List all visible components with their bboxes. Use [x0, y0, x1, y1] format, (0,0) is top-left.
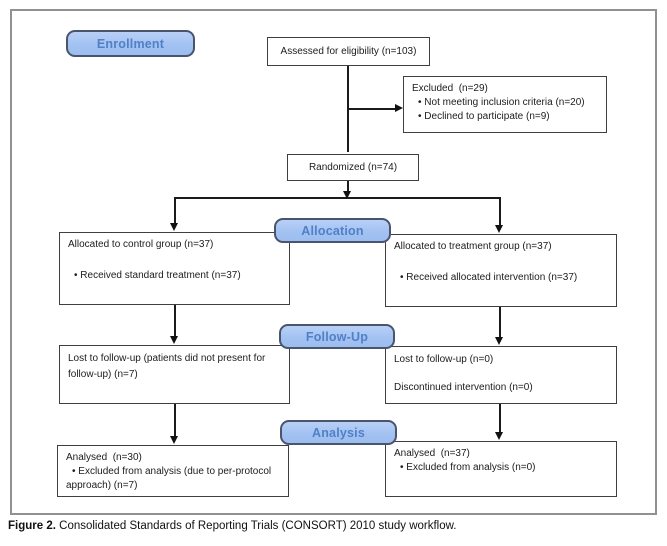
connector-to-excluded	[348, 108, 395, 110]
arrowhead-fu-control	[170, 336, 178, 344]
analysed-treatment-title: Analysed (n=37)	[394, 448, 470, 459]
excluded-bullet: Not meeting inclusion criteria (n=20)	[412, 96, 598, 110]
box-analysed-treatment: Analysed (n=37) Excluded from analysis (…	[385, 441, 617, 497]
assessed-text: Assessed for eligibility (n=103)	[280, 45, 417, 57]
connector-fu-to-analysis-treatment	[499, 401, 501, 432]
box-followup-control: Lost to follow-up (patients did not pres…	[59, 345, 290, 404]
connector-alloc-to-fu-control	[174, 302, 176, 336]
allocated-treatment-title: Allocated to treatment group (n=37)	[394, 241, 552, 252]
arrowhead-excluded	[395, 104, 403, 112]
box-followup-treatment: Lost to follow-up (n=0) Discontinued int…	[385, 346, 617, 404]
arrowhead-alloc-treatment	[495, 225, 503, 233]
connector-split-to-treatment	[499, 197, 501, 225]
analysed-control-bullet: Excluded from analysis (due to per-proto…	[66, 465, 280, 493]
box-assessed-eligibility: Assessed for eligibility (n=103)	[267, 37, 430, 66]
arrowhead-alloc-control	[170, 223, 178, 231]
box-allocated-treatment: Allocated to treatment group (n=37) Rece…	[385, 234, 617, 307]
connector-fu-to-analysis-control	[174, 401, 176, 436]
excluded-bullet: Declined to participate (n=9)	[412, 110, 598, 124]
box-allocated-control: Allocated to control group (n=37) Receiv…	[59, 232, 290, 305]
stage-label-enrollment: Enrollment	[66, 30, 195, 57]
followup-treatment-line: Discontinued intervention (n=0)	[394, 381, 533, 393]
followup-control-text: Lost to follow-up (patients did not pres…	[68, 353, 266, 380]
randomized-text: Randomized (n=74)	[308, 161, 398, 173]
arrowhead-fu-treatment	[495, 337, 503, 345]
box-randomized: Randomized (n=74)	[287, 154, 419, 181]
box-analysed-control: Analysed (n=30) Excluded from analysis (…	[57, 445, 289, 497]
box-excluded: Excluded (n=29) Not meeting inclusion cr…	[403, 76, 607, 133]
arrowhead-split	[343, 191, 351, 199]
connector-split-bar	[174, 197, 501, 199]
figure-caption-text: Consolidated Standards of Reporting Tria…	[55, 520, 457, 532]
analysed-control-title: Analysed (n=30)	[66, 452, 142, 463]
followup-treatment-line: Lost to follow-up (n=0)	[394, 354, 494, 365]
allocated-control-title: Allocated to control group (n=37)	[68, 239, 214, 250]
arrowhead-analysis-control	[170, 436, 178, 444]
allocated-control-bullet: Received standard treatment (n=37)	[68, 269, 281, 283]
arrowhead-analysis-treatment	[495, 432, 503, 440]
figure-caption: Figure 2. Consolidated Standards of Repo…	[8, 520, 457, 532]
stage-label-followup: Follow-Up	[279, 324, 395, 349]
figure-caption-label: Figure 2.	[8, 520, 56, 532]
stage-label-allocation: Allocation	[274, 218, 391, 243]
connector-split-to-control	[174, 197, 176, 223]
excluded-title: Excluded (n=29)	[412, 83, 488, 94]
stage-label-analysis: Analysis	[280, 420, 397, 445]
diagram-frame: Enrollment Allocation Follow-Up Analysis…	[10, 9, 657, 515]
connector-alloc-to-fu-treatment	[499, 304, 501, 337]
connector-randomized-to-split	[347, 179, 349, 192]
allocated-treatment-bullet: Received allocated intervention (n=37)	[394, 271, 608, 285]
analysed-treatment-bullet: Excluded from analysis (n=0)	[394, 461, 608, 475]
